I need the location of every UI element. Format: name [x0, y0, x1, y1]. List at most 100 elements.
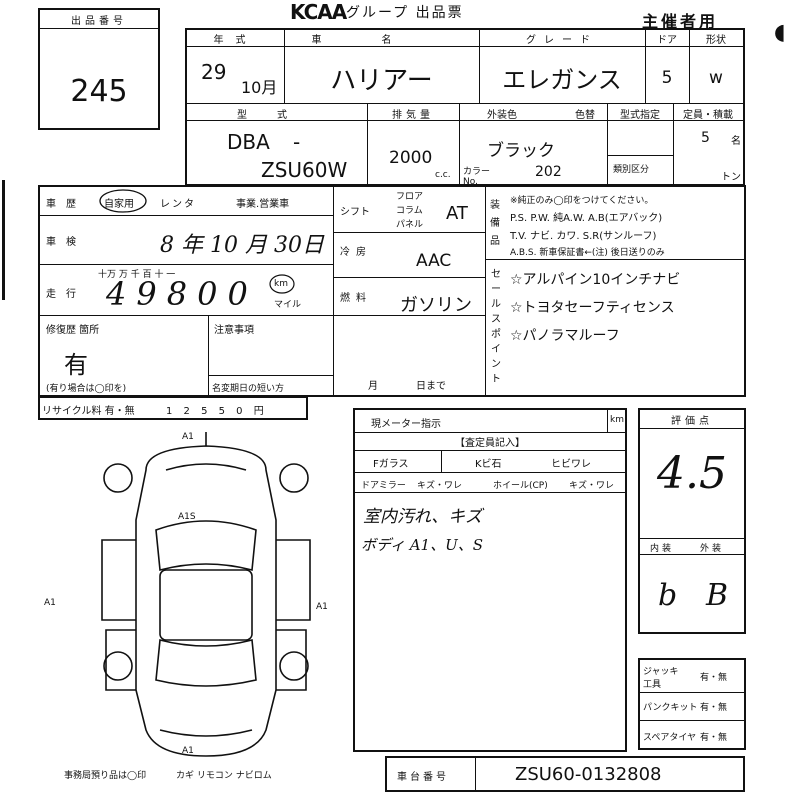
displacement-value: 2000: [389, 148, 433, 168]
exterior-grade: B: [706, 578, 729, 613]
designation-label: 型式指定: [620, 110, 660, 121]
diagram-mark-roof: A1S: [178, 512, 196, 522]
mileage-unit-alt: マイル: [274, 300, 302, 310]
chassis-box: 車台番号 ZSU60-0132808: [385, 756, 745, 792]
meter-unit: km: [610, 415, 624, 425]
sales-point-1: ☆アルパイン10インチナビ: [510, 272, 681, 288]
diagram-mark-right: A1: [316, 602, 328, 612]
grade-box: 評価点 4.5 内装 外装 b B: [638, 408, 746, 634]
mileage-unit: km: [274, 279, 288, 289]
capacity-label: 定員・積載: [683, 110, 733, 121]
name-change-month: 月: [368, 381, 378, 392]
jack-label: ジャッキ工具: [643, 667, 679, 690]
recycle-row: リサイクル料 有・無 1 2 5 5 0 円: [38, 396, 308, 420]
vehicle-table: 年式 車名 グレード ドア 形状 29 10月 ハリアー エレガンス 5 w 型…: [185, 28, 745, 187]
mileage-value: 49800: [106, 275, 258, 313]
year-value: 29: [201, 60, 227, 84]
inspection-value: 8 年 10 月 30日: [160, 233, 324, 258]
equipment-row1: P.S. P.W. 純A.W. A.B(エアバック): [510, 213, 663, 224]
model-label: 型式: [237, 110, 317, 121]
fuel-label: 燃料: [340, 293, 372, 304]
grade-label: 評価点: [671, 416, 713, 427]
recycle-label: リサイクル料 有・無: [42, 406, 135, 417]
km-circle-mark: [269, 274, 295, 294]
load-unit: トン: [721, 172, 741, 183]
interior-label: 内装: [650, 544, 675, 554]
exterior-label: 外装: [700, 544, 725, 554]
shift-label: シフト: [340, 207, 370, 218]
wheel-scratch: キズ・ワレ: [569, 481, 615, 491]
corner-mark: ◖: [774, 20, 786, 45]
sales-point-2: ☆トヨタセーフティセンス: [510, 300, 675, 316]
color-value: ブラック: [487, 141, 555, 161]
margin-bar: [2, 180, 5, 300]
model-code: ZSU60W: [261, 158, 348, 182]
lot-number: 245: [70, 74, 128, 109]
year-label: 年式: [213, 35, 258, 46]
spare-value: 有・無: [700, 733, 728, 743]
diagram-mark-top: A1: [182, 432, 194, 442]
door-label: ドア: [657, 35, 677, 46]
shift-option-column: コラム: [396, 206, 423, 216]
mileage-digit-labels: 十万 万 千 百 十 一: [98, 270, 176, 280]
wheel-label: ホイール(CP): [493, 481, 548, 491]
color-no: 202: [535, 164, 562, 180]
door-value: 5: [661, 68, 673, 88]
model-dash: -: [293, 130, 301, 154]
grade-label: グレード: [526, 35, 598, 46]
ac-label: 冷房: [340, 247, 372, 258]
notes-label: 注意事項: [214, 325, 254, 336]
puncture-label: パンクキット: [643, 703, 698, 713]
history-table: 車歴 自家用 レンタ 事業.営業車 車検 8 年 10 月 30日 十万 万 千…: [38, 185, 746, 397]
sales-points-label: セールスポイント: [491, 269, 501, 385]
chip-label: Kビ石: [475, 459, 502, 470]
color-change-label: 色替: [575, 110, 595, 121]
inspector-label: 【査定員記入】: [455, 438, 525, 449]
car-name: ハリアー: [330, 66, 433, 96]
mileage-label: 走行: [46, 289, 86, 300]
capacity-unit: 名: [731, 136, 741, 147]
meter-box: 現メーター指示 km 【査定員記入】 Fガラス Kビ石 ヒビワレ ドアミラー キ…: [353, 408, 627, 752]
inspector-note-2: ボディ A1、U、S: [361, 536, 484, 554]
shift-option-floor: フロア: [396, 192, 424, 202]
mirror-scratch: キズ・ワレ: [417, 481, 463, 491]
glass-label: Fガラス: [373, 459, 409, 470]
model-prefix: DBA: [227, 130, 270, 154]
recycle-digits: 1 2 5 5 0 円: [166, 406, 268, 417]
equipment-row3: A.B.S. 新車保証書←(注) 後日送りのみ: [510, 248, 665, 258]
lot-box: 出品番号 245: [38, 8, 160, 130]
category-label: 類別区分: [613, 165, 650, 175]
jack-value: 有・無: [700, 673, 728, 683]
spare-label: スペアタイヤ: [643, 733, 697, 743]
equipment-row2: T.V. ナビ. カワ. S.R(サンルーフ): [510, 231, 657, 242]
sheet-title: グループ 出品票: [346, 5, 464, 21]
crack-label: ヒビワレ: [551, 459, 591, 470]
shift-option-panel: パネル: [396, 220, 424, 230]
month-value: 10月: [241, 78, 278, 97]
mirror-label: ドアミラー: [361, 481, 406, 491]
history-private: 自家用: [104, 199, 134, 210]
capacity-value: 5: [701, 130, 710, 146]
name-label: 車名: [311, 35, 452, 46]
chassis-number: ZSU60-0132808: [515, 764, 662, 785]
diagram-mark-rear: A1: [182, 746, 194, 756]
diagram-mark-left: A1: [44, 598, 56, 608]
grade-score: 4.5: [657, 448, 727, 499]
equipment-label: 装備品: [490, 200, 500, 247]
office-note: 事務局預り品は◯印: [64, 771, 147, 781]
repair-value: 有: [64, 351, 88, 379]
displacement-label: 排気量: [392, 110, 434, 121]
shift-value: AT: [446, 203, 468, 224]
fuel-value: ガソリン: [400, 295, 472, 316]
name-change-label: 名変期日の短い方: [212, 384, 285, 394]
color-no-label: カラー No.: [463, 167, 491, 187]
repair-note: (有り場合は◯印を): [46, 384, 127, 394]
lot-label: 出品番号: [71, 16, 127, 27]
meter-label: 現メーター指示: [371, 419, 441, 430]
exterior-label: 外装色: [487, 110, 517, 121]
repair-label: 修復歴 箇所: [46, 325, 100, 336]
tools-box: ジャッキ工具 有・無 パンクキット 有・無 スペアタイヤ 有・無: [638, 658, 746, 750]
equipment-note: ※純正のみ◯印をつけてください。: [510, 196, 654, 206]
body-label: 形状: [706, 35, 726, 46]
inspection-label: 車検: [46, 237, 86, 248]
